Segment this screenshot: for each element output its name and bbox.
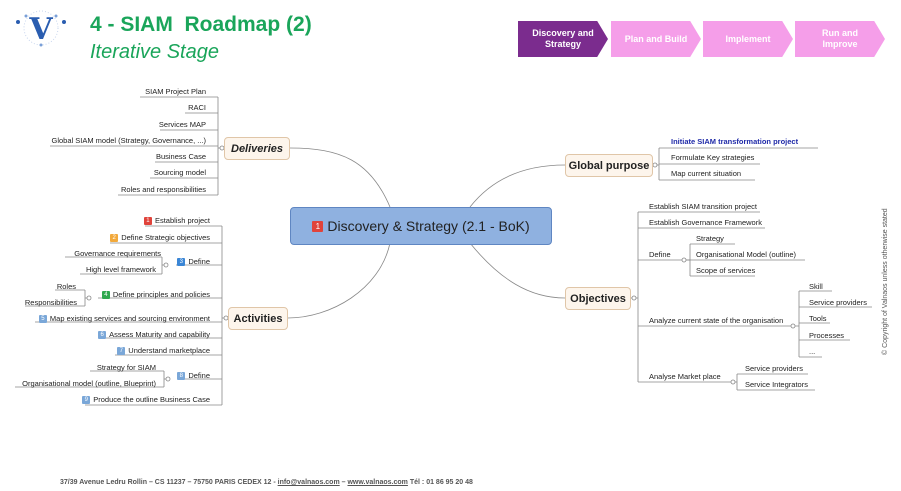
objective-item: Establish SIAM transition project <box>649 202 757 211</box>
activity-subitem: Governance requirements <box>74 249 161 258</box>
priority-1-icon: 1 <box>312 220 324 232</box>
objective-item: Analyse Market place <box>649 372 721 381</box>
central-node-label: Discovery & Strategy (2.1 - BoK) <box>327 218 530 234</box>
branch-objectives: Objectives <box>565 287 631 310</box>
stage-discovery-strategy: Discovery and Strategy <box>518 21 608 57</box>
objective-subitem: Tools <box>809 314 827 323</box>
page-subtitle: Iterative Stage <box>90 41 219 63</box>
central-node: 1 Discovery & Strategy (2.1 - BoK) <box>290 207 552 245</box>
delivery-item: RACI <box>188 103 206 112</box>
activity-subitem: High level framework <box>85 265 156 274</box>
delivery-item: Business Case <box>155 152 206 161</box>
global-purpose-item: Formulate Key strategies <box>671 153 755 162</box>
objective-item: Define <box>649 250 671 259</box>
stage-implement: Implement <box>703 21 793 57</box>
delivery-item: Roles and responsibilities <box>120 185 206 194</box>
valnaos-logo: V <box>16 10 66 47</box>
priority-6-icon: 6 <box>98 331 107 340</box>
objective-subitem: Service providers <box>745 364 803 373</box>
activity-subitem: Roles <box>56 282 76 291</box>
activity-subitem: Organisational model (outline, Blueprint… <box>22 379 156 388</box>
stage-run-improve: Run and Improve <box>795 21 885 57</box>
copyright-notice: © Copyright of Valnaos unless otherwise … <box>882 208 889 355</box>
activity-subitem: Responsibilities <box>24 298 77 307</box>
objective-subitem: Service Integrators <box>745 380 808 389</box>
branch-deliveries: Deliveries <box>224 137 290 160</box>
website-link[interactable]: www.valnaos.com <box>347 479 408 486</box>
stage-plan-build: Plan and Build <box>611 21 701 57</box>
priority-5-icon: 5 <box>38 315 47 324</box>
objective-subitem: Skill <box>809 282 823 291</box>
branch-global-purpose: Global purpose <box>565 154 653 177</box>
svg-text:V: V <box>28 12 53 47</box>
email-link[interactable]: info@valnaos.com <box>277 479 340 486</box>
priority-9-icon: 9 <box>82 396 91 405</box>
objective-item: Analyze current state of the organisatio… <box>649 316 784 325</box>
global-purpose-item: Map current situation <box>671 169 742 178</box>
priority-3-icon: 3 <box>177 258 186 267</box>
page-title: 4 - SIAM Roadmap (2) <box>90 13 312 36</box>
global-purpose-item: Initiate SIAM transformation project <box>671 137 799 146</box>
priority-4-icon: 4 <box>101 291 110 300</box>
delivery-item: Global SIAM model (Strategy, Governance,… <box>51 136 206 145</box>
objective-subitem: ... <box>809 347 816 356</box>
priority-7-icon: 7 <box>117 347 126 356</box>
objective-subitem: Service providers <box>809 298 867 307</box>
activity-subitem: Strategy for SIAM <box>96 363 156 372</box>
objective-subitem: Processes <box>809 331 845 340</box>
delivery-item: Services MAP <box>158 120 206 129</box>
delivery-item: SIAM Project Plan <box>145 87 206 96</box>
delivery-item: Sourcing model <box>153 168 206 177</box>
priority-1-icon: 1 <box>143 217 152 226</box>
objective-subitem: Organisational Model (outline) <box>696 250 797 259</box>
footer-contact: 37/39 Avenue Ledru Rollin – CS 11237 – 7… <box>60 479 473 486</box>
branch-activities: Activities <box>228 307 288 330</box>
priority-2-icon: 2 <box>110 234 119 243</box>
priority-8-icon: 8 <box>177 372 186 381</box>
objective-subitem: Scope of services <box>696 266 756 275</box>
objective-subitem: Strategy <box>696 234 724 243</box>
objective-item: Establish Governance Framework <box>649 218 762 227</box>
